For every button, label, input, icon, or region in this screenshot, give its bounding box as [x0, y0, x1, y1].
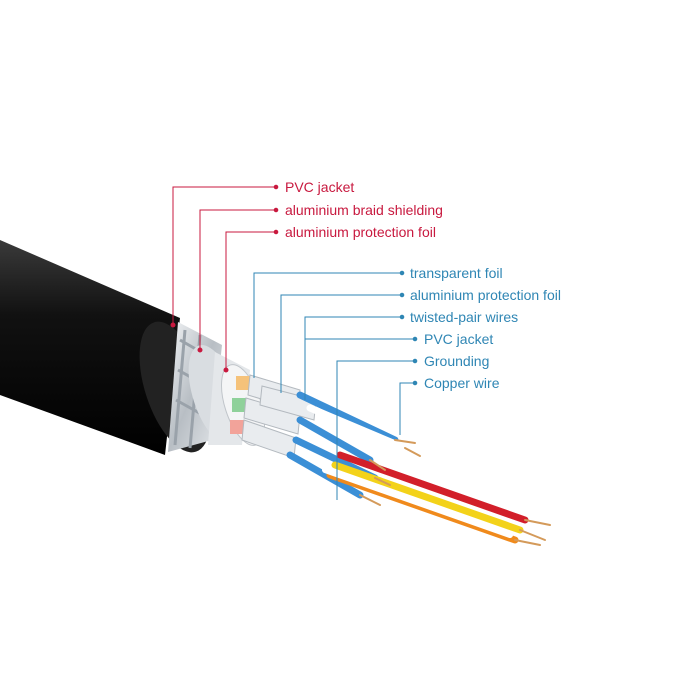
label-aluminium-protection-foil-outer: aluminium protection foil	[285, 224, 436, 240]
label-pvc-jacket: PVC jacket	[285, 179, 354, 195]
inner-leader-lines	[253, 270, 418, 500]
label-pvc-jacket-inner: PVC jacket	[424, 331, 493, 347]
label-aluminium-braid-shielding: aluminium braid shielding	[285, 202, 443, 218]
label-copper-wire: Copper wire	[424, 375, 500, 391]
twisted-pairs	[230, 374, 317, 459]
label-twisted-pair-wires: twisted-pair wires	[410, 309, 518, 325]
conductors	[286, 391, 551, 546]
label-aluminium-protection-foil-inner: aluminium protection foil	[410, 287, 561, 303]
label-transparent-foil: transparent foil	[410, 265, 503, 281]
outer-leader-lines	[170, 184, 279, 373]
label-grounding: Grounding	[424, 353, 489, 369]
